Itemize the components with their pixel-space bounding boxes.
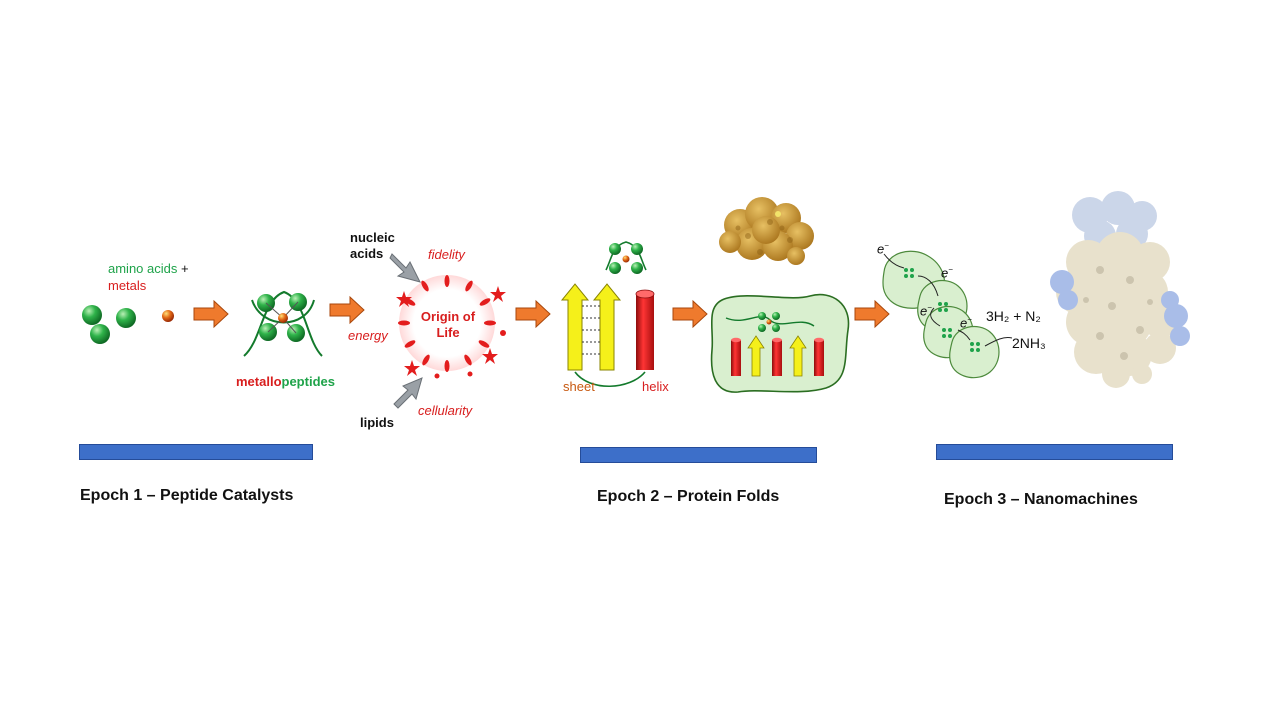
- sheet-label: sheet: [563, 379, 595, 394]
- electron-charge: −: [927, 303, 932, 312]
- metal-ion-sphere: [162, 310, 174, 322]
- origin-of-text: Origin of: [420, 309, 476, 324]
- flow-arrow-2: [329, 295, 365, 325]
- epoch-2-title: Epoch 2 – Protein Folds: [597, 488, 780, 505]
- ammonia-label: 2NH₃: [1012, 335, 1046, 351]
- electron-symbol: e: [920, 303, 928, 319]
- metallopeptide-structure: [243, 290, 323, 357]
- electron-symbol: e: [960, 315, 968, 331]
- burst-star-icon: [404, 360, 420, 376]
- amino-acid-spheres: [82, 305, 174, 344]
- energy-label: energy: [348, 328, 388, 343]
- epoch-3-title: Epoch 3 – Nanomachines: [944, 491, 1138, 508]
- electron-transfer-chain: [882, 250, 1013, 379]
- amino-acid-sphere: [90, 324, 110, 344]
- metallo-prefix: metallo: [236, 374, 282, 389]
- nanomachine-protein-complex: [1050, 191, 1190, 388]
- electron-charge: −: [948, 265, 953, 274]
- reactants-label: 3H₂ + N₂: [986, 308, 1041, 324]
- gray-arrow-nucleic-acids: [389, 253, 421, 283]
- plus-sign: +: [181, 261, 189, 276]
- origin-of-life-burst: [396, 275, 506, 379]
- flow-arrow-3: [515, 299, 551, 329]
- folded-protein-surface: [719, 197, 814, 265]
- burst-star-icon: [490, 286, 506, 302]
- epoch-2-bar: [580, 447, 817, 463]
- electron-charge: −: [967, 315, 972, 324]
- amino-acid-sphere: [116, 308, 136, 328]
- electron-symbol: e: [877, 241, 885, 257]
- metals-label: metals: [108, 278, 147, 293]
- electron-symbol: e: [941, 265, 949, 281]
- life-text: Life: [436, 324, 460, 340]
- acids-text: acids: [350, 246, 384, 262]
- fidelity-label: fidelity: [428, 247, 465, 262]
- lipids-label: lipids: [360, 415, 394, 430]
- flow-arrow-5: [854, 299, 890, 329]
- epoch-1-title: Epoch 1 – Peptide Catalysts: [80, 487, 294, 504]
- metallopeptides-label: metallopeptides: [236, 375, 335, 388]
- beta-sheet-helix-fold: [560, 241, 655, 388]
- nucleic-acids-label: nucleic acids: [350, 230, 395, 263]
- epoch-3-bar: [936, 444, 1173, 460]
- burst-star-icon: [482, 348, 498, 364]
- flow-arrow-1: [193, 299, 229, 329]
- electron-label-3: e−: [920, 303, 932, 319]
- nucleic-text: nucleic: [350, 230, 395, 245]
- electron-label-1: e−: [877, 241, 889, 257]
- origin-of-life-title: Origin of Life: [420, 309, 476, 340]
- amino-acids-text: amino acids: [108, 261, 178, 276]
- epoch-1-bar: [79, 444, 313, 460]
- gray-arrow-lipids: [393, 377, 423, 409]
- amino-acid-sphere: [82, 305, 102, 325]
- electron-charge: −: [884, 241, 889, 250]
- helix-label: helix: [642, 379, 669, 394]
- peptides-suffix: peptides: [281, 374, 335, 389]
- burst-star-icon: [396, 291, 412, 307]
- protein-fold-domain: [710, 293, 850, 393]
- amino-acids-label: amino acids +: [108, 262, 189, 275]
- electron-label-2: e−: [941, 265, 953, 281]
- flow-arrow-4: [672, 299, 708, 329]
- cellularity-label: cellularity: [418, 403, 473, 418]
- electron-label-4: e−: [960, 315, 972, 331]
